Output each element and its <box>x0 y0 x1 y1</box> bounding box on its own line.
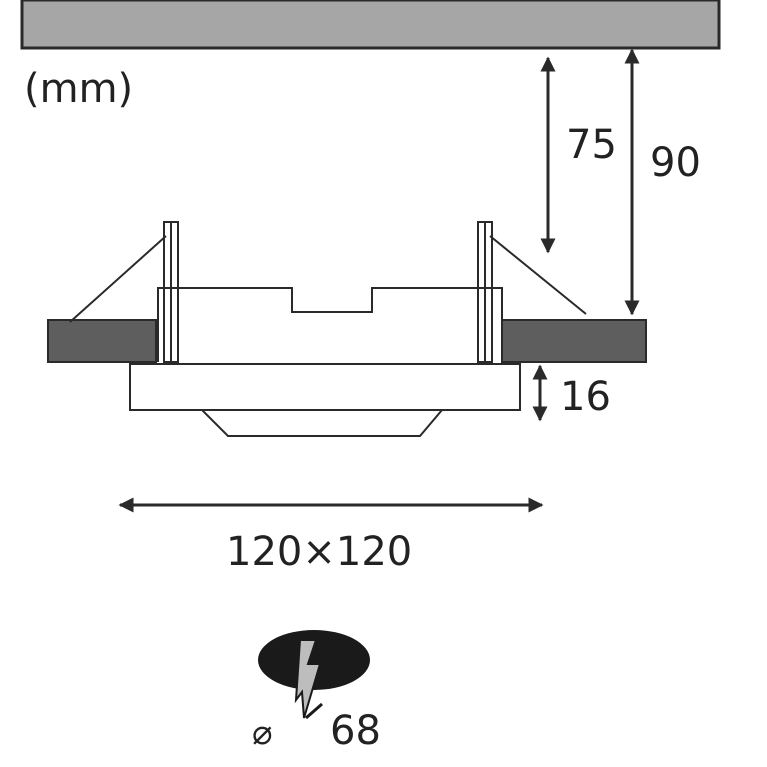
ceiling-block-right <box>501 319 647 363</box>
bezel-plate <box>129 363 521 411</box>
ceiling-block-left <box>47 319 157 363</box>
drill-bolt-icon <box>294 639 322 719</box>
diameter-symbol: ⌀ <box>252 713 272 753</box>
dimension-label-diameter: 68 <box>330 708 381 754</box>
fixture-housing <box>69 221 587 363</box>
dimension-label-90: 90 <box>650 140 701 186</box>
lens <box>199 409 445 437</box>
cutout-hole-icon <box>258 630 370 690</box>
dimension-label-75: 75 <box>566 122 617 168</box>
ceiling-slab <box>20 0 721 50</box>
unit-label: (mm) <box>24 66 133 112</box>
dimension-label-width: 120×120 <box>226 529 412 575</box>
dimension-label-16: 16 <box>560 374 611 420</box>
